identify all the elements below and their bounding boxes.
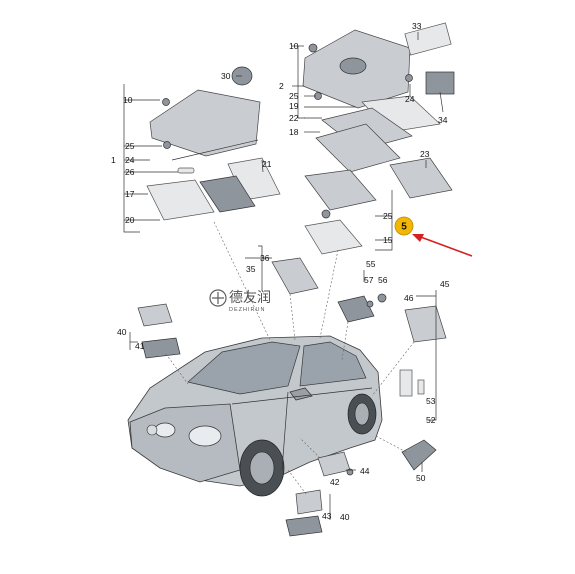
callout-33[interactable]: 33 (412, 21, 422, 31)
callout-18[interactable]: 18 (289, 127, 299, 137)
callout-53[interactable]: 53 (426, 396, 436, 406)
callout-52[interactable]: 52 (426, 415, 436, 425)
callout-55[interactable]: 55 (366, 259, 376, 269)
roof-console-group (302, 22, 455, 255)
callout-17[interactable]: 17 (125, 189, 135, 199)
interior-light-group (146, 66, 281, 221)
callout-50[interactable]: 50 (416, 473, 426, 483)
callout-56[interactable]: 56 (378, 275, 388, 285)
callout-1[interactable]: 1 (111, 155, 116, 165)
badge-label: 5 (401, 222, 407, 233)
callout-34[interactable]: 34 (438, 115, 448, 125)
callout-21[interactable]: 21 (262, 159, 272, 169)
highlight-arrow (412, 234, 473, 257)
callout-25[interactable]: 25 (125, 141, 135, 151)
callout-25[interactable]: 25 (289, 91, 299, 101)
mid-parts (137, 257, 447, 537)
callout-26[interactable]: 26 (125, 167, 135, 177)
callout-15[interactable]: 15 (383, 235, 393, 245)
watermark-logo: 德友润 DEZHIRUN (209, 289, 271, 313)
callout-36[interactable]: 36 (260, 253, 270, 263)
car-illustration (127, 335, 383, 497)
callout-40[interactable]: 40 (117, 327, 127, 337)
callout-57[interactable]: 57 (364, 275, 374, 285)
callout-41[interactable]: 41 (135, 341, 145, 351)
leader-lines (123, 32, 444, 520)
callout-44[interactable]: 44 (360, 466, 370, 476)
callout-20[interactable]: 20 (125, 215, 135, 225)
callout-22[interactable]: 22 (289, 113, 299, 123)
callout-40[interactable]: 40 (340, 512, 350, 522)
callout-25[interactable]: 25 (383, 211, 393, 221)
callout-23[interactable]: 23 (420, 149, 430, 159)
callout-30[interactable]: 30 (221, 71, 231, 81)
callout-46[interactable]: 46 (404, 293, 414, 303)
callout-45[interactable]: 45 (440, 279, 450, 289)
watermark-sub: DEZHIRUN (229, 307, 265, 313)
callout-24[interactable]: 24 (125, 155, 135, 165)
callout-43[interactable]: 43 (322, 511, 332, 521)
callout-19[interactable]: 19 (289, 101, 299, 111)
callout-42[interactable]: 42 (330, 477, 340, 487)
callout-10[interactable]: 10 (289, 41, 299, 51)
callout-2[interactable]: 2 (279, 81, 284, 91)
callout-10[interactable]: 10 (123, 95, 133, 105)
watermark-brand: 德友润 (229, 289, 271, 305)
callout-24[interactable]: 24 (405, 94, 415, 104)
highlight-badge-5[interactable]: 5 (394, 216, 414, 236)
callout-labels: 33 10 2 30 25 19 24 22 34 18 10 1 25 24 … (111, 21, 450, 522)
callout-35[interactable]: 35 (246, 264, 256, 274)
